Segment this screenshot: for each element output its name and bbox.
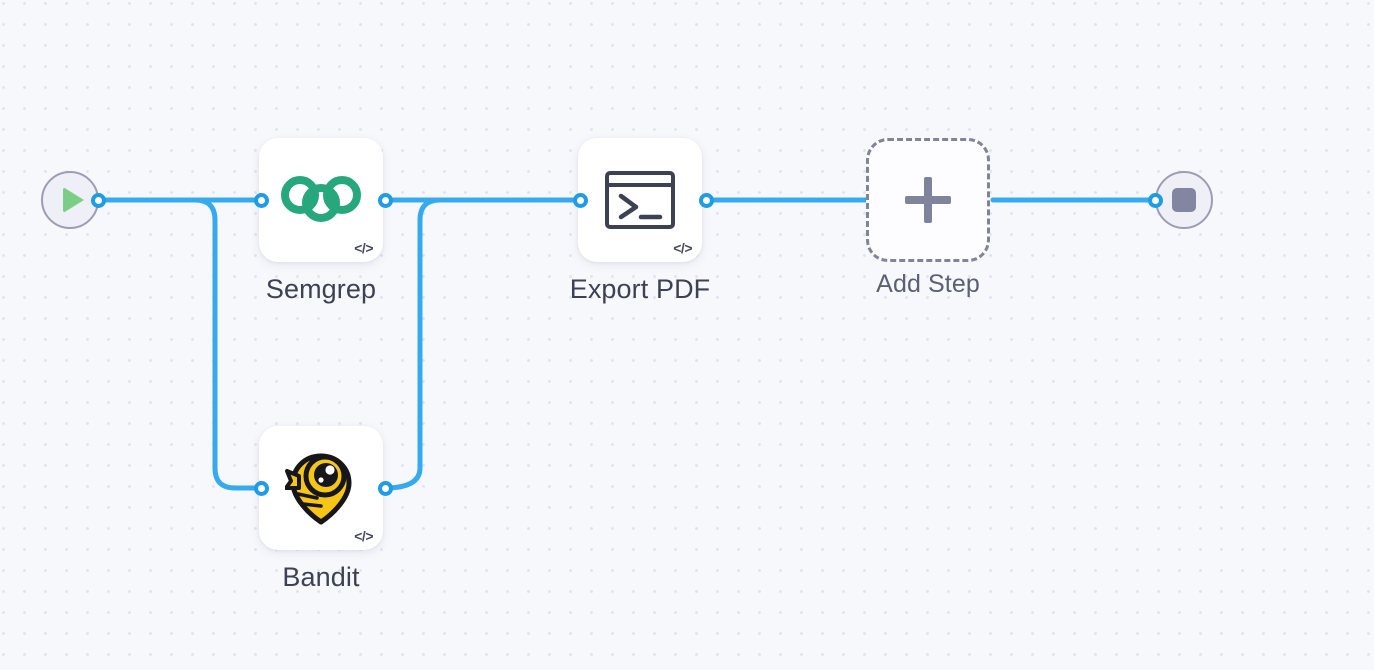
- end-node-input-port[interactable]: [1148, 193, 1163, 208]
- step-card[interactable]: </>: [578, 138, 702, 262]
- step-label-semgrep: Semgrep: [265, 274, 377, 304]
- terminal-icon: [605, 171, 675, 229]
- step-node-semgrep[interactable]: </> Semgrep: [259, 138, 383, 304]
- code-badge-icon: </>: [673, 240, 692, 256]
- start-node[interactable]: [41, 171, 99, 229]
- step-label-export-pdf: Export PDF: [569, 274, 711, 304]
- edge-start-to-bandit: [97, 197, 265, 491]
- code-badge-icon: </>: [354, 528, 373, 544]
- bandit-input-port[interactable]: [254, 481, 269, 496]
- step-card[interactable]: </>: [259, 426, 383, 550]
- export-pdf-input-port[interactable]: [573, 193, 588, 208]
- code-badge-icon: </>: [354, 240, 373, 256]
- step-node-bandit[interactable]: </> Bandit: [259, 426, 383, 592]
- step-label-bandit: Bandit: [282, 562, 360, 592]
- end-node[interactable]: [1155, 171, 1213, 229]
- start-node-output-port[interactable]: [91, 193, 106, 208]
- bandit-output-port[interactable]: [378, 481, 393, 496]
- stop-icon: [1172, 188, 1196, 212]
- play-icon: [63, 187, 84, 213]
- plus-icon: [905, 177, 951, 223]
- edge-bandit-to-exportpdf: [382, 197, 583, 491]
- semgrep-logo-icon: [281, 176, 361, 222]
- step-node-export-pdf[interactable]: </> Export PDF: [570, 138, 710, 304]
- semgrep-output-port[interactable]: [378, 193, 393, 208]
- semgrep-input-port[interactable]: [254, 193, 269, 208]
- step-node-add-step[interactable]: Add Step: [866, 138, 990, 298]
- bandit-logo-icon: [285, 453, 352, 525]
- add-step-card[interactable]: [866, 138, 990, 262]
- step-label-add-step: Add Step: [876, 270, 980, 298]
- step-card[interactable]: </>: [259, 138, 383, 262]
- export-pdf-output-port[interactable]: [699, 193, 714, 208]
